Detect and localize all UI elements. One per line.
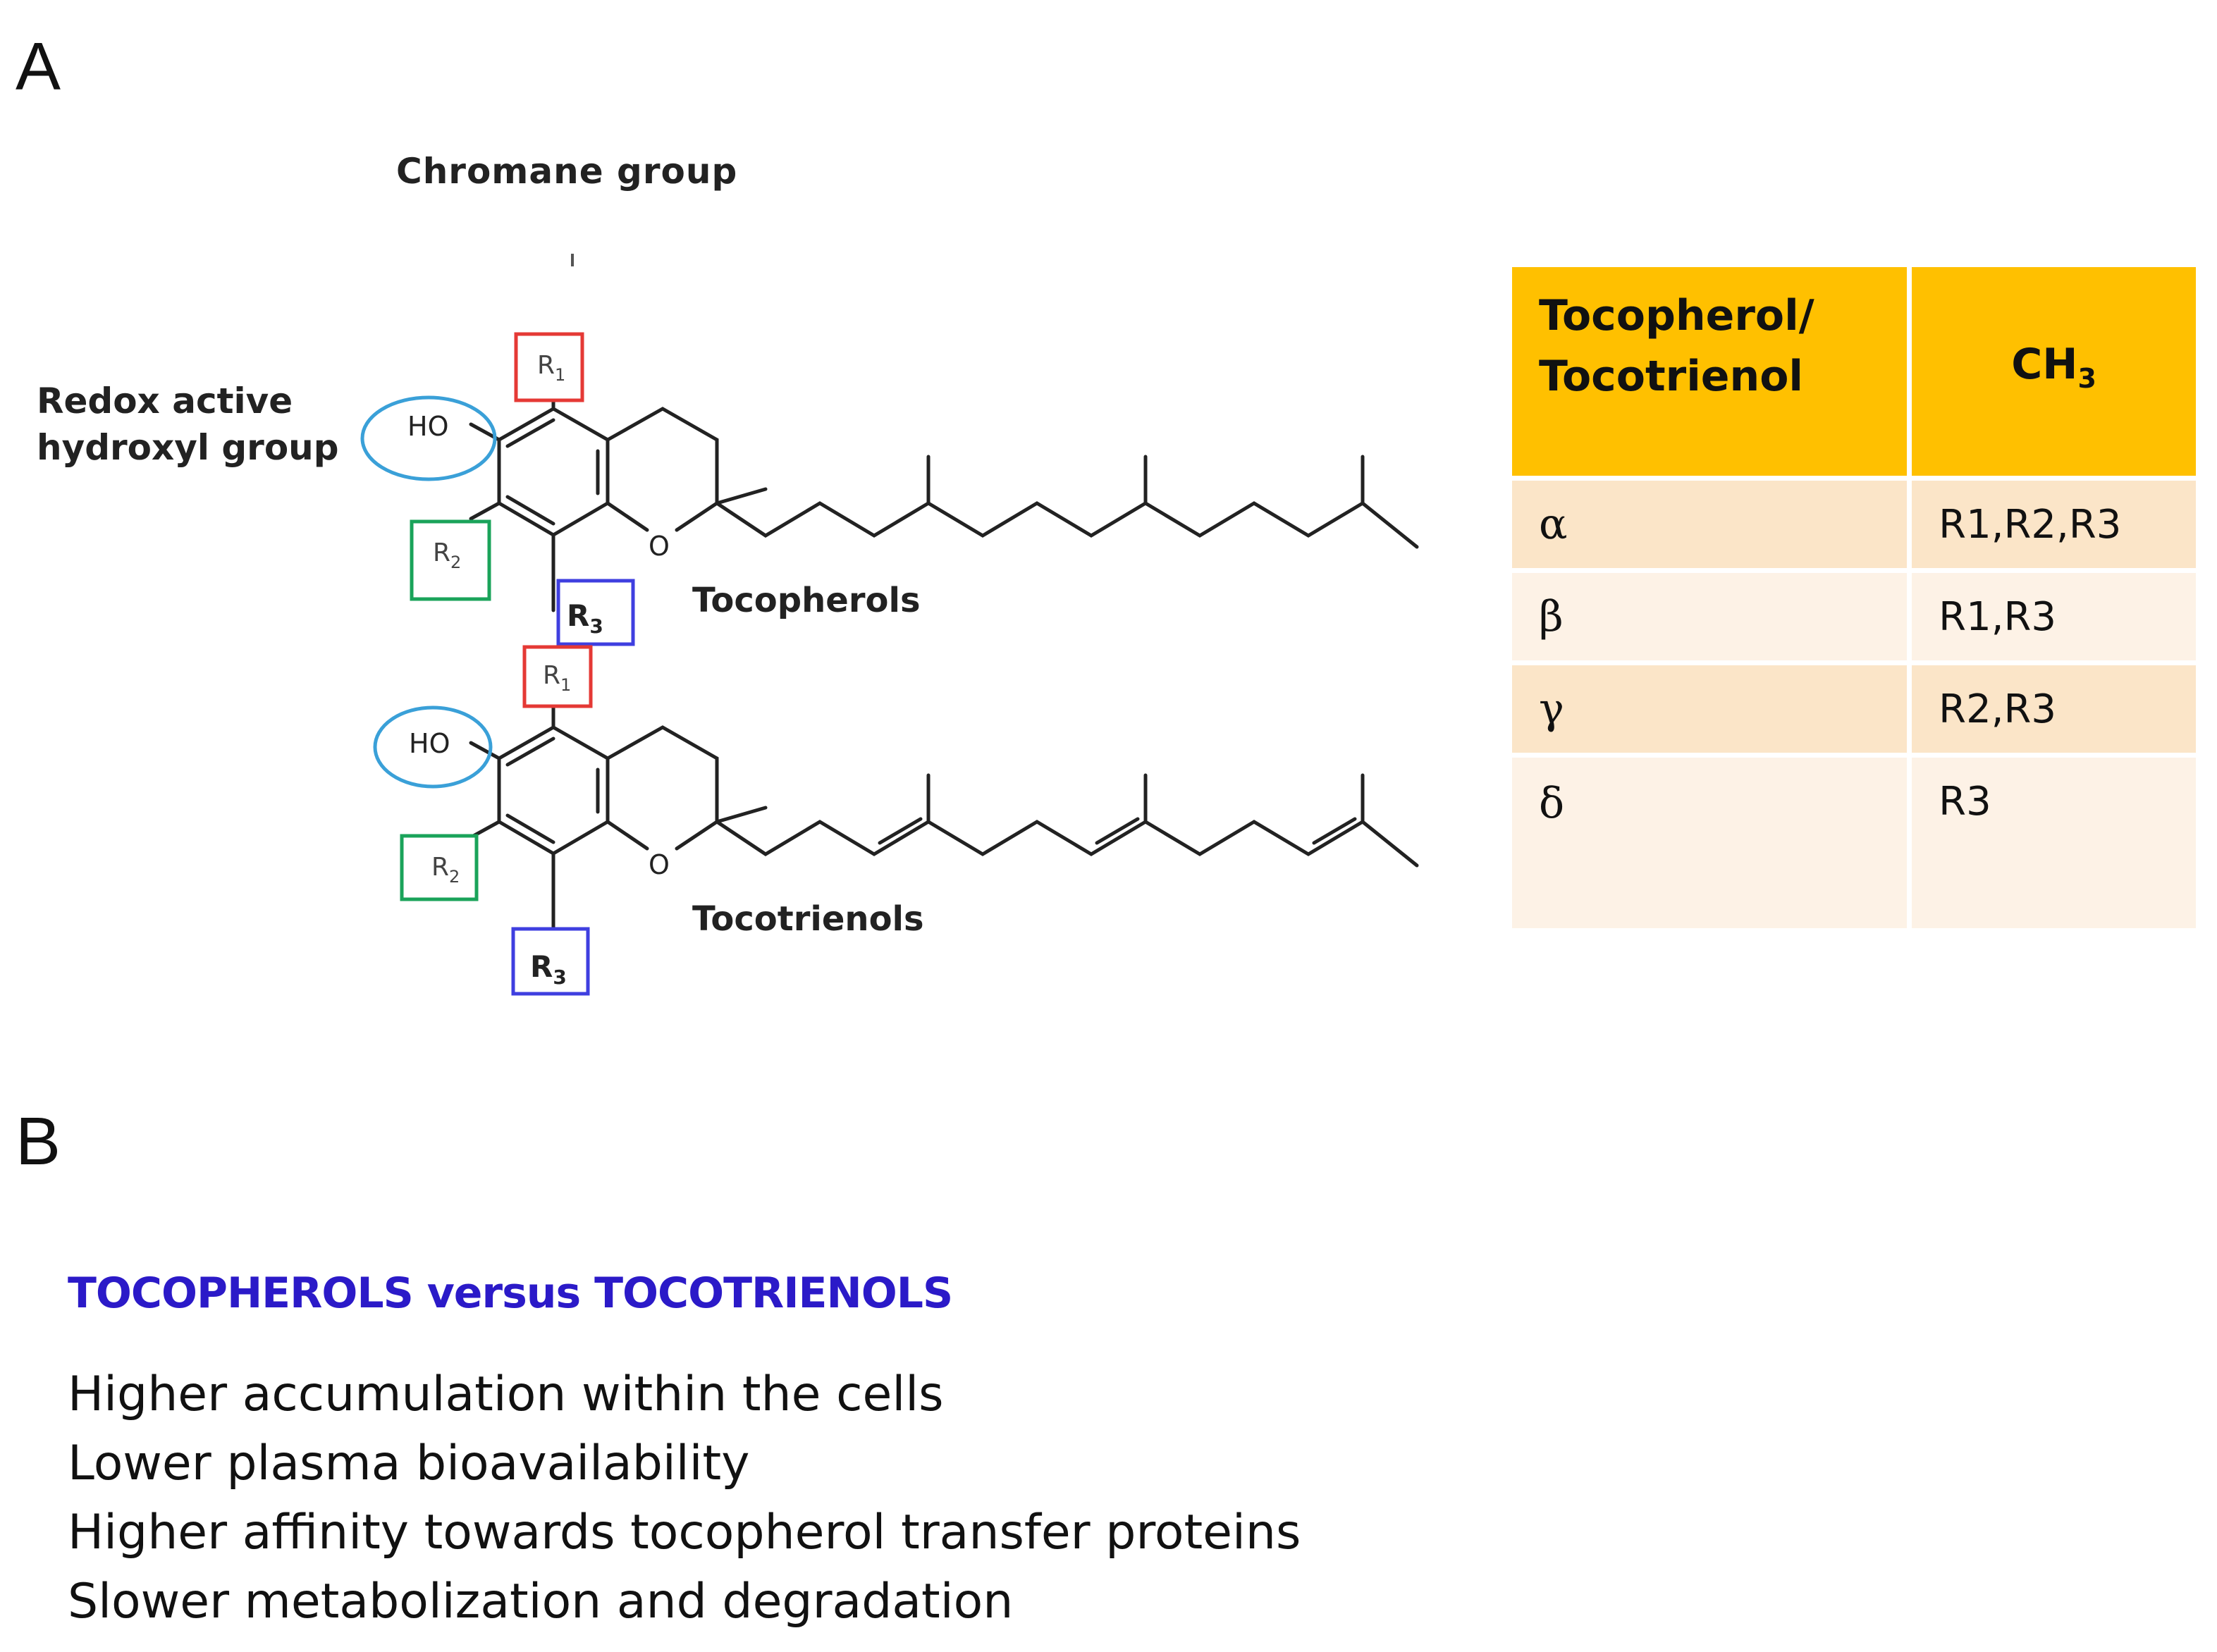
form-cell: δ bbox=[1506, 753, 1912, 933]
tocotrienol-double-bond bbox=[505, 736, 555, 767]
tocotrienol-tail-double-bond bbox=[1095, 817, 1140, 845]
tocopherol-benzene-ring bbox=[497, 407, 610, 537]
header-ch3: CH3 bbox=[1907, 262, 2201, 481]
tocotrienol-hydroxyl-circle bbox=[373, 705, 493, 789]
tocotrienol-benzene-ring bbox=[497, 725, 610, 856]
tocotrienol-pyran-ring bbox=[606, 725, 719, 851]
tocotrienol-ho-bond bbox=[469, 741, 501, 760]
form-cell: β bbox=[1506, 568, 1912, 665]
header-form-line1: Tocopherol/ bbox=[1539, 291, 1814, 340]
tocotrienol-r3-label: R3 bbox=[530, 949, 567, 989]
comparison-heading: TOCOPHEROLS versus TOCOTRIENOLS bbox=[68, 1269, 953, 1318]
substituent-table: Tocopherol/ Tocotrienol CH3 α R1,R2,R3 β… bbox=[1506, 262, 2201, 933]
table-row-alpha: α R1,R2,R3 bbox=[1506, 476, 2201, 573]
tocopherol-r2-box bbox=[410, 519, 491, 601]
tocotrienol-ho: HO bbox=[409, 728, 450, 759]
redox-label-line1: Redox active bbox=[37, 381, 293, 421]
tocopherol-r1-box bbox=[514, 332, 584, 402]
tocopherol-r3-label: R3 bbox=[567, 598, 603, 638]
tocotrienol-r2-box bbox=[400, 834, 479, 901]
form-cell: γ bbox=[1506, 660, 1912, 758]
tocopherol-pyran-ring bbox=[606, 407, 719, 532]
tocopherol-phytyl-tail bbox=[715, 500, 1419, 549]
comparison-list: Higher accumulation within the cells Low… bbox=[68, 1360, 1301, 1636]
positions-cell: R1,R3 bbox=[1907, 568, 2201, 665]
tocopherol-structure bbox=[469, 378, 1419, 612]
header-form: Tocopherol/ Tocotrienol bbox=[1506, 262, 1912, 481]
tocopherol-r1-label: R1 bbox=[537, 351, 565, 385]
tocotrienol-r1-box bbox=[522, 645, 593, 708]
positions-cell: R1,R2,R3 bbox=[1907, 476, 2201, 573]
tocotrienol-tail-double-bond bbox=[1312, 817, 1357, 845]
panel-label-b: B bbox=[16, 1104, 61, 1179]
list-item: Higher affinity towards tocopherol trans… bbox=[68, 1505, 1301, 1560]
tocotrienol-c2-methyl bbox=[715, 806, 768, 824]
tocotrienol-ring-oxygen-bond bbox=[606, 820, 649, 851]
tocopherol-c2-methyl bbox=[715, 487, 768, 505]
tocopherol-hydroxyl-circle bbox=[360, 395, 497, 481]
table-row-gamma: γ R2,R3 bbox=[1506, 660, 2201, 758]
chromane-group-label: Chromane group bbox=[396, 151, 738, 192]
list-item: Lower plasma bioavailability bbox=[68, 1436, 750, 1491]
panel-label-a: A bbox=[16, 29, 61, 104]
tocotrienol-r3-box bbox=[511, 927, 590, 996]
tocotrienols-label: Tocotrienols bbox=[692, 899, 924, 939]
positions-cell: R3 bbox=[1907, 753, 2201, 933]
header-form-line2: Tocotrienol bbox=[1539, 352, 1803, 401]
tocopherol-r2-bond bbox=[469, 501, 501, 521]
tocopherols-label: Tocopherols bbox=[692, 581, 921, 620]
tocotrienol-isoprenoid-tail bbox=[715, 819, 1419, 868]
tocotrienol-tail-double-bond bbox=[878, 817, 923, 845]
redox-hydroxyl-label: Redox active hydroxyl group bbox=[37, 378, 339, 471]
list-item: Slower metabolization and degradation bbox=[68, 1574, 1014, 1629]
tocopherol-r2-label: R2 bbox=[433, 538, 461, 572]
tocotrienol-ring-oxygen: O bbox=[649, 849, 670, 880]
table-row-delta: δ R3 bbox=[1506, 753, 2201, 933]
tocopherol-ring-oxygen-bond bbox=[606, 501, 649, 532]
positions-cell: R2,R3 bbox=[1907, 660, 2201, 758]
table-row-beta: β R1,R3 bbox=[1506, 568, 2201, 665]
tocotrienol-double-bond bbox=[505, 813, 555, 844]
tocotrienol-r1-label: R1 bbox=[543, 661, 571, 695]
list-item: Higher accumulation within the cells bbox=[68, 1367, 944, 1422]
tocopherol-double-bond bbox=[505, 495, 555, 526]
tocopherol-double-bond bbox=[505, 418, 555, 448]
tocotrienol-r2-label: R2 bbox=[431, 853, 460, 887]
tocopherol-ho: HO bbox=[407, 411, 448, 442]
redox-label-line2: hydroxyl group bbox=[37, 427, 339, 468]
tocotrienol-structure bbox=[469, 698, 1419, 931]
tocopherol-ring-oxygen: O bbox=[649, 531, 670, 562]
table-header-row: Tocopherol/ Tocotrienol CH3 bbox=[1506, 262, 2201, 481]
tocopherol-r3-box bbox=[556, 579, 635, 646]
form-cell: α bbox=[1506, 476, 1912, 573]
